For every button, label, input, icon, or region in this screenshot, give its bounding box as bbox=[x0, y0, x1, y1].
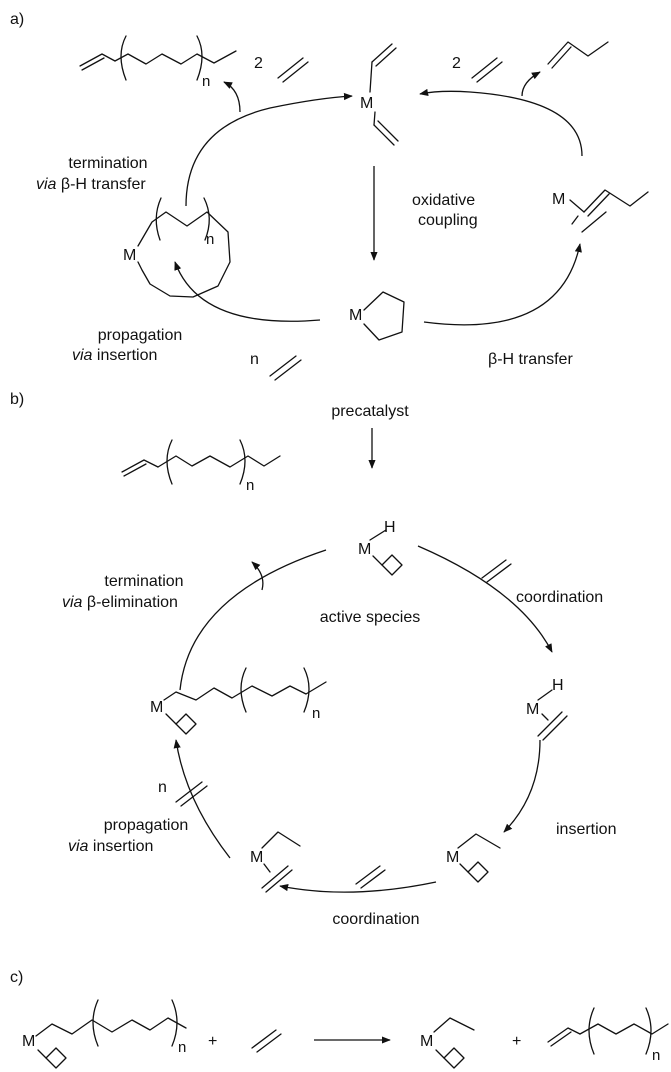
termination-mech-b: β-elimination bbox=[82, 594, 177, 611]
product-c-n: n bbox=[652, 1047, 660, 1064]
coordination-label-bottom: coordination bbox=[332, 911, 419, 928]
chain-n: n bbox=[312, 705, 320, 722]
plus-2: + bbox=[512, 1033, 521, 1050]
active-species-h: H bbox=[384, 519, 396, 536]
butene-product bbox=[547, 41, 609, 69]
ethyl-metal-complex: M bbox=[446, 833, 501, 883]
oxidative-label-2: coupling bbox=[418, 212, 478, 229]
hydride-complex-h: H bbox=[552, 677, 564, 694]
ethylene-n-a bbox=[269, 355, 302, 381]
termination-label-a2: via β-H transfer bbox=[36, 176, 146, 193]
metallacyclopentane: M bbox=[349, 291, 405, 341]
panel-b: b) precatalyst n M H coordination bbox=[10, 391, 616, 928]
propagation-label-b1: propagation bbox=[104, 817, 189, 834]
alpha-olefin-product-b: n bbox=[121, 439, 281, 494]
ethyl-complex-product: M bbox=[420, 1017, 475, 1069]
propagation-via-a: via bbox=[72, 347, 93, 364]
propagation-arc bbox=[174, 261, 321, 322]
propagation-via-b: via bbox=[68, 838, 89, 855]
ethylene-left bbox=[277, 57, 309, 83]
metallacycle-n: n bbox=[206, 231, 214, 248]
ethylene-n-b bbox=[175, 781, 208, 807]
chain-metal-m: M bbox=[150, 699, 163, 716]
ethylene-right bbox=[471, 57, 503, 83]
panel-b-label: b) bbox=[10, 391, 24, 408]
insertion-label: insertion bbox=[556, 821, 616, 838]
termination-via-b: via bbox=[62, 594, 83, 611]
butene-complex-metal: M bbox=[552, 191, 565, 208]
ethylene-b-bottom bbox=[355, 865, 386, 889]
propagation-label-b2: via insertion bbox=[68, 838, 153, 855]
repeat-n-label: n bbox=[202, 73, 210, 90]
beta-h-transfer-label: β-H transfer bbox=[488, 351, 573, 368]
coordination-arc-bottom bbox=[279, 881, 437, 893]
propagation-mech-a: insertion bbox=[92, 347, 157, 364]
termination-label-b2: via β-elimination bbox=[62, 594, 178, 611]
active-species-m: M bbox=[358, 541, 371, 558]
panel-c-label: c) bbox=[10, 969, 23, 986]
termination-via-a: via bbox=[36, 176, 57, 193]
active-species-metal-hydride: M H bbox=[358, 519, 403, 576]
propagation-label-a1: propagation bbox=[98, 327, 183, 344]
ethyl-complex-m: M bbox=[446, 849, 459, 866]
beta-h-transfer-arc bbox=[423, 243, 582, 326]
growing-chain-metal-alkyl: M n bbox=[150, 667, 327, 735]
ethylene-c bbox=[251, 1029, 282, 1053]
coordination-label-top: coordination bbox=[516, 589, 603, 606]
coeff-2-right: 2 bbox=[452, 55, 461, 72]
reactant-m: M bbox=[22, 1033, 35, 1050]
coeff-n-a: n bbox=[250, 351, 259, 368]
oxidative-label-1: oxidative bbox=[412, 192, 475, 209]
release-arrow-b bbox=[251, 561, 264, 591]
active-species-label: active species bbox=[320, 609, 421, 626]
metallacycloalkane: M n bbox=[123, 197, 231, 298]
release-arrow-right bbox=[521, 71, 541, 97]
ethylene-b-top bbox=[481, 559, 512, 583]
panel-a-label: a) bbox=[10, 11, 24, 28]
reactant-n: n bbox=[178, 1039, 186, 1056]
chain-metal-reactant: M n bbox=[22, 999, 187, 1069]
termination-arc bbox=[185, 92, 353, 207]
coeff-n-b: n bbox=[158, 779, 167, 796]
metal-atom: M bbox=[360, 95, 373, 112]
propagation-label-a2: via insertion bbox=[72, 347, 157, 364]
hydride-complex-m: M bbox=[526, 701, 539, 718]
ethyl-ethylene-complex: M bbox=[250, 831, 301, 893]
product-m: M bbox=[420, 1033, 433, 1050]
product-b-n: n bbox=[246, 477, 254, 494]
metallacyclopentane-metal: M bbox=[349, 307, 362, 324]
plus-1: + bbox=[208, 1033, 217, 1050]
propagation-arc-b bbox=[173, 739, 231, 859]
metallacycle-metal: M bbox=[123, 247, 136, 264]
coeff-2-left: 2 bbox=[254, 55, 263, 72]
alpha-olefin-product-c: n bbox=[547, 1007, 669, 1064]
termination-mech-a: β-H transfer bbox=[56, 176, 146, 193]
panel-c: c) M n + M + n bbox=[10, 969, 669, 1069]
hydride-ethylene-complex: M H bbox=[526, 677, 568, 741]
panel-a: a) n 2 M 2 te bbox=[10, 11, 649, 381]
release-arrow-left bbox=[223, 81, 241, 113]
coordination-arc-top bbox=[417, 545, 553, 653]
insertion-arc bbox=[503, 739, 541, 833]
alpha-olefin-product-a: n bbox=[79, 35, 237, 90]
termination-label-b1: termination bbox=[104, 573, 183, 590]
metal-butene-complex: M bbox=[552, 189, 649, 233]
propagation-mech-b: insertion bbox=[88, 838, 153, 855]
termination-label-a1: termination bbox=[68, 155, 147, 172]
vacant-site-box bbox=[381, 554, 403, 576]
bis-ethylene-metal-complex: M bbox=[360, 43, 399, 146]
ethyl-ethylene-m: M bbox=[250, 849, 263, 866]
termination-arc-b bbox=[179, 549, 327, 691]
precatalyst-label: precatalyst bbox=[331, 403, 409, 420]
displacement-arc bbox=[419, 88, 583, 157]
